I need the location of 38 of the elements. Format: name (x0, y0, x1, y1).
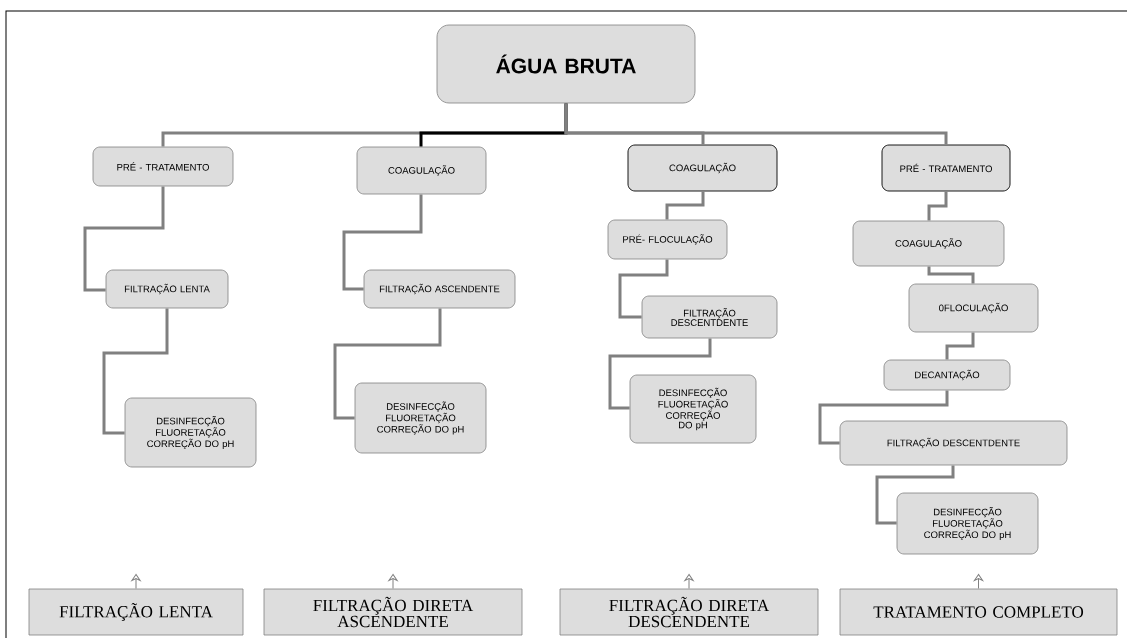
up-arrow (388, 574, 398, 590)
process-box: COAGULAÇÃO (852, 220, 1005, 267)
connector-line (927, 266, 975, 284)
process-box: 0FLOCULAÇÃO (908, 283, 1039, 333)
result-box: FILTRAÇÃO DIRETA DESCENDENTE (559, 588, 819, 636)
connector-line (564, 103, 948, 145)
connector-line (333, 308, 442, 420)
process-box: DECANTAÇÃO (883, 359, 1011, 391)
process-box: DESINFECÇÃO FLUORETAÇÃO CORREÇÃO DO pH (354, 382, 487, 454)
connector-line (818, 390, 949, 445)
process-box: COAGULAÇÃO (627, 144, 778, 192)
connector-line (342, 194, 423, 291)
connector-line (608, 338, 712, 410)
up-arrow (973, 574, 984, 590)
connector-line (875, 465, 955, 525)
process-box: DESINFECÇÃO FLUORETAÇÃO CORREÇÃO DO pH (896, 492, 1039, 555)
up-arrow (684, 574, 694, 590)
connector-line (945, 332, 975, 360)
process-box: FILTRAÇÃO ASCENDENTE (363, 269, 516, 309)
process-box: FILTRAÇÃO DESCENTDENTE (839, 420, 1068, 466)
process-box: PRÉ - TRATAMENTO (881, 144, 1011, 192)
connector-line (83, 186, 165, 292)
process-box: COAGULAÇÃO (356, 146, 487, 195)
up-arrow (131, 574, 141, 590)
process-box: DESINFECÇÃO FLUORETAÇÃO CORREÇÃO DO pH (629, 374, 757, 444)
process-box: PRÉ- FLOCULAÇÃO (607, 219, 728, 260)
connector-line (665, 191, 705, 220)
result-box: FILTRAÇÃO LENTA (28, 588, 244, 636)
process-box: PRÉ - TRATAMENTO (92, 146, 234, 187)
connector-line (618, 259, 669, 319)
process-box: FILTRAÇÃO DESCENTDENTE (641, 295, 778, 339)
process-box: DESINFECÇÃO FLUORETAÇÃO CORREÇÃO DO pH (124, 397, 257, 468)
result-box: TRATAMENTO COMPLETO (839, 588, 1118, 636)
process-box: FILTRAÇÃO LENTA (105, 269, 229, 309)
result-box: FILTRAÇÃO DIRETA ASCENDENTE (263, 588, 523, 636)
connector-line (102, 308, 169, 435)
connector-line (927, 191, 948, 221)
rounded-box: ÁGUA BRUTA (436, 24, 696, 104)
